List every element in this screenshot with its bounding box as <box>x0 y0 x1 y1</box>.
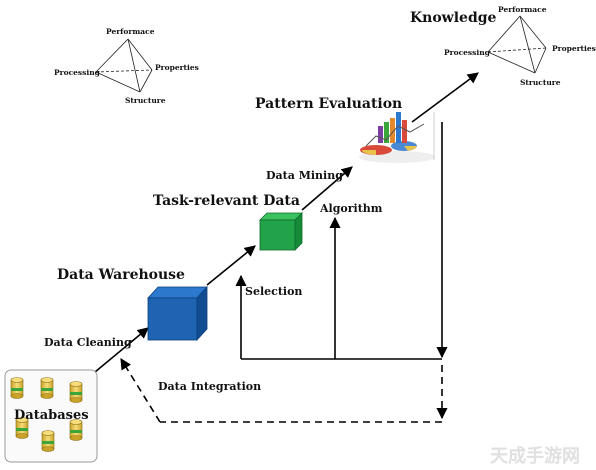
databases-label: Databases <box>14 408 89 423</box>
data-mining-label: Data Mining <box>266 169 343 182</box>
databases-node: Databases <box>4 369 98 463</box>
arrow-warehouse-to-task <box>206 245 256 286</box>
tetra-left-performance: Performace <box>106 27 155 36</box>
tetra-right-processing: Processing <box>444 48 491 57</box>
pattern-evaluation-label: Pattern Evaluation <box>255 96 402 112</box>
data-integration-label: Data Integration <box>158 380 261 393</box>
knowledge-label: Knowledge <box>410 10 497 26</box>
algorithm-label: Algorithm <box>319 202 383 215</box>
pattern-evaluation-chart-icon <box>359 112 435 163</box>
arrow-pattern-to-knowledge <box>411 72 479 123</box>
database-cylinders <box>10 377 83 452</box>
data-cleaning-label: Data Cleaning <box>44 336 132 349</box>
tetra-left-processing: Processing <box>54 68 101 77</box>
tetra-left-properties: Properties <box>155 63 199 72</box>
tetra-right-structure: Structure <box>520 78 561 87</box>
tetrahedron-diagram-right: Performace Processing Properties Structu… <box>444 5 596 87</box>
feedback-arrows <box>235 122 448 360</box>
tetra-left-structure: Structure <box>125 96 166 105</box>
watermark: 天成手游网 <box>490 445 580 467</box>
tetra-right-performance: Performace <box>498 5 547 14</box>
tetrahedron-diagram-left: Performace Processing Properties Structu… <box>54 27 199 105</box>
selection-label: Selection <box>245 285 302 298</box>
dashed-feedback-arrows <box>120 358 448 423</box>
data-warehouse-cube <box>147 285 208 342</box>
task-relevant-data-label: Task-relevant Data <box>153 193 300 209</box>
arrow-task-to-pattern <box>301 166 353 211</box>
task-relevant-data-cube <box>259 212 303 251</box>
tetra-right-properties: Properties <box>552 44 596 53</box>
data-warehouse-label: Data Warehouse <box>57 267 185 283</box>
arrow-databases-to-warehouse <box>94 327 149 373</box>
